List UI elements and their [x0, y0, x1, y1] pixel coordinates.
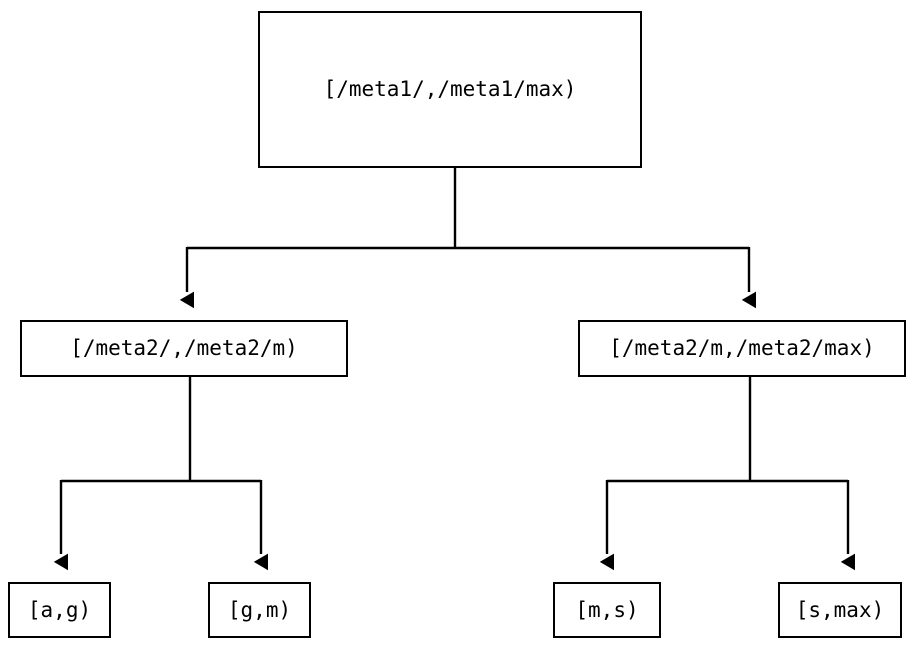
tree-node-leaf-a-g[interactable]: [a,g) [8, 582, 111, 638]
tree-node-label: [/meta2/m,/meta2/max) [609, 336, 875, 360]
tree-node-label: [m,s) [575, 597, 639, 622]
tree-node-label: [/meta2/,/meta2/m) [70, 336, 298, 360]
tree-node-label: [s,max) [795, 597, 885, 622]
tree-node-label: [/meta1/,/meta1/max) [323, 77, 577, 101]
edge-root-to-children [179, 168, 757, 309]
edge-midright-to-children [599, 377, 856, 571]
tree-node-leaf-m-s[interactable]: [m,s) [553, 582, 661, 638]
tree-node-root[interactable]: [/meta1/,/meta1/max) [258, 11, 642, 168]
tree-node-leaf-s-max[interactable]: [s,max) [778, 582, 902, 638]
edge-midleft-to-children [53, 377, 269, 571]
tree-node-label: [g,m) [227, 597, 292, 622]
tree-node-mid-right[interactable]: [/meta2/m,/meta2/max) [578, 320, 906, 377]
tree-node-label: [a,g) [27, 597, 92, 622]
tree-node-leaf-g-m[interactable]: [g,m) [208, 582, 311, 638]
tree-node-mid-left[interactable]: [/meta2/,/meta2/m) [20, 320, 348, 377]
